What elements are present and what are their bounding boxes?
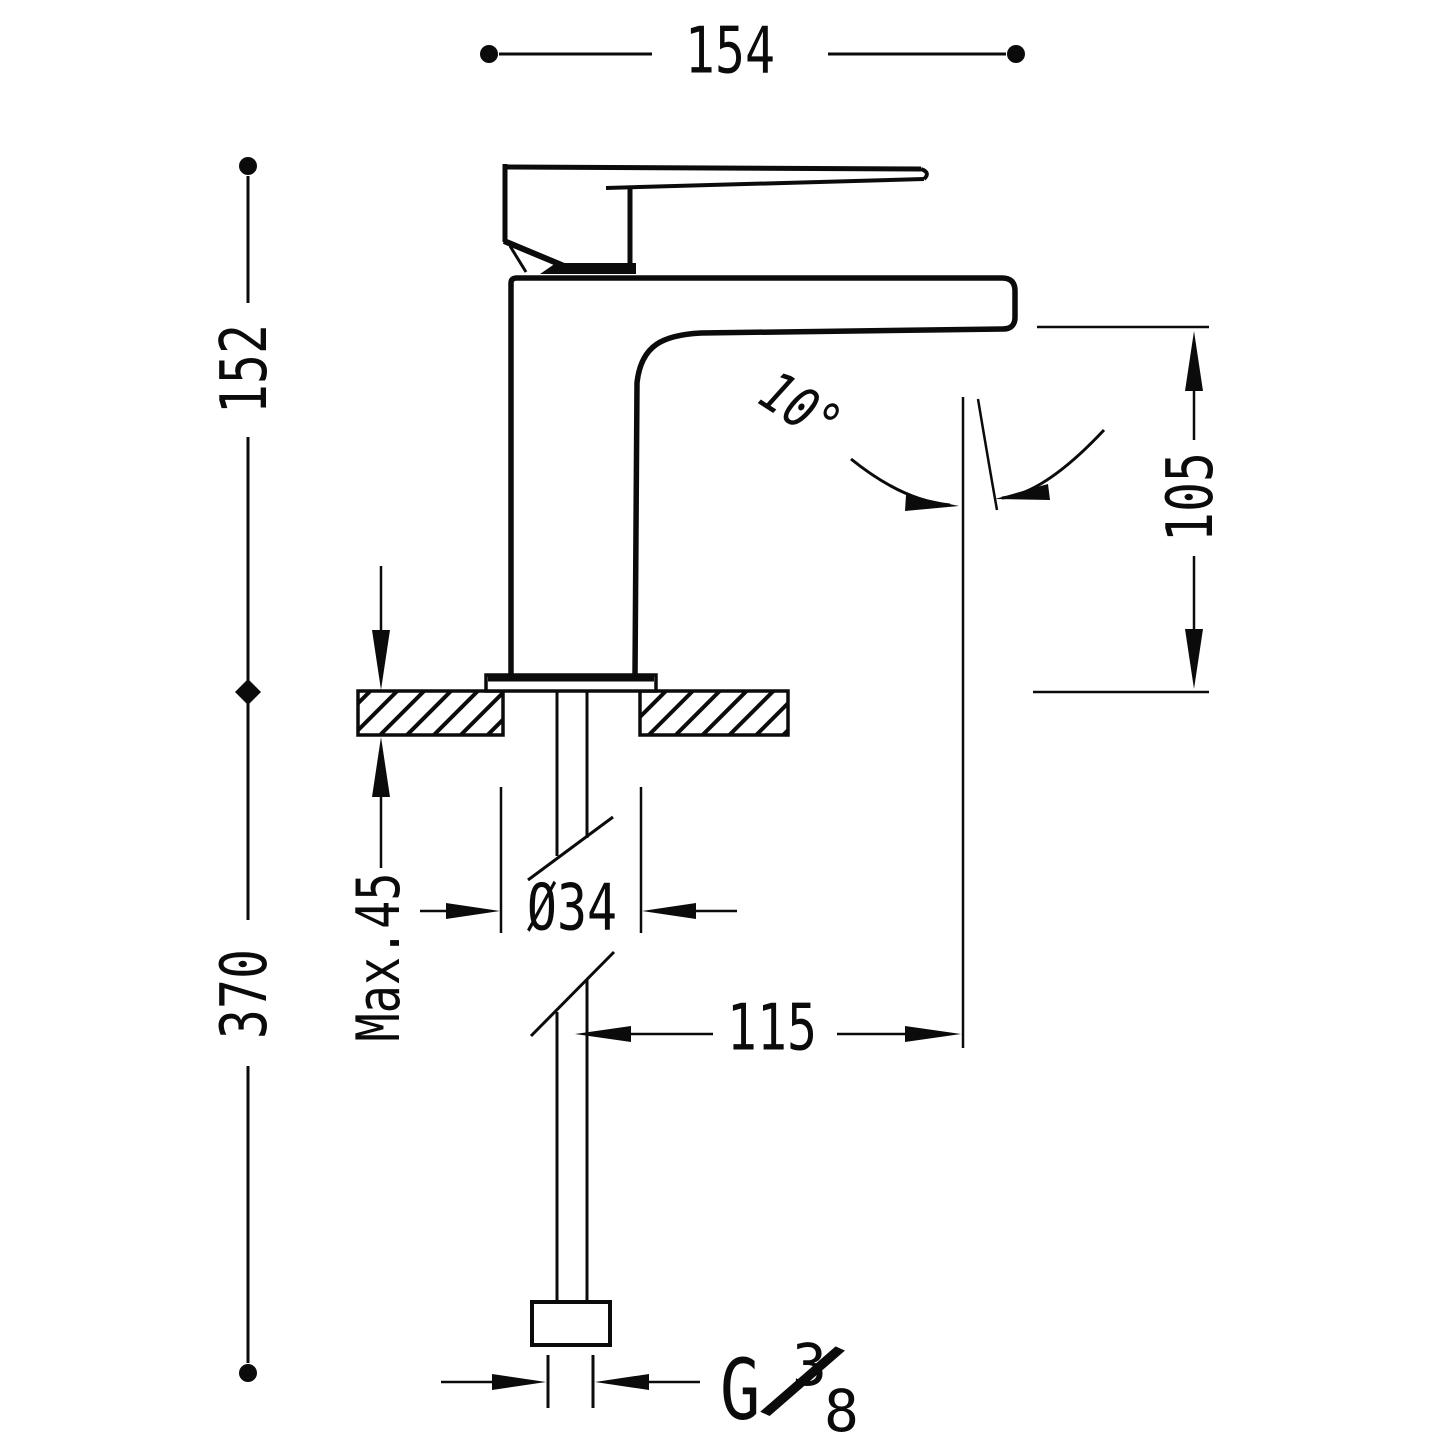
dim-outlet-height-label: 105 — [1154, 451, 1228, 543]
thread-denominator: 8 — [824, 1377, 859, 1445]
dim-height-above-deck-label: 152 — [208, 323, 282, 415]
dim-max-thickness — [372, 566, 390, 868]
hose-break-upper — [527, 815, 614, 882]
dim-heights-left — [235, 157, 261, 1382]
hose-connector-nut — [530, 1300, 612, 1347]
dim-thread — [441, 1355, 700, 1408]
faucet-handle — [502, 164, 929, 274]
dim-hole-diameter — [420, 787, 737, 933]
dim-outlet-reach-label: 115 — [726, 991, 818, 1066]
dim-max-thickness-label: Max.45 — [344, 872, 414, 1042]
thread-size-label: G 3 / 8 — [720, 1307, 870, 1445]
dim-outlet-reach — [575, 1026, 961, 1042]
mounting-flange — [484, 673, 658, 693]
countertop-section — [356, 689, 790, 737]
thread-prefix: G — [720, 1341, 761, 1439]
dim-stream-angle — [850, 428, 1106, 511]
dim-hole-diameter-label: Ø34 — [526, 871, 618, 946]
dim-total-width — [480, 45, 1025, 63]
hose-break-lower — [529, 950, 616, 1038]
dim-outlet-height — [1033, 325, 1209, 694]
faucet-body — [508, 275, 1018, 677]
supply-hose — [527, 691, 616, 1347]
dim-total-width-label: 154 — [684, 14, 776, 89]
dim-length-below-deck-label: 370 — [208, 948, 282, 1040]
water-stream-reference — [961, 397, 999, 1048]
thread-numerator: 3 — [792, 1331, 827, 1399]
